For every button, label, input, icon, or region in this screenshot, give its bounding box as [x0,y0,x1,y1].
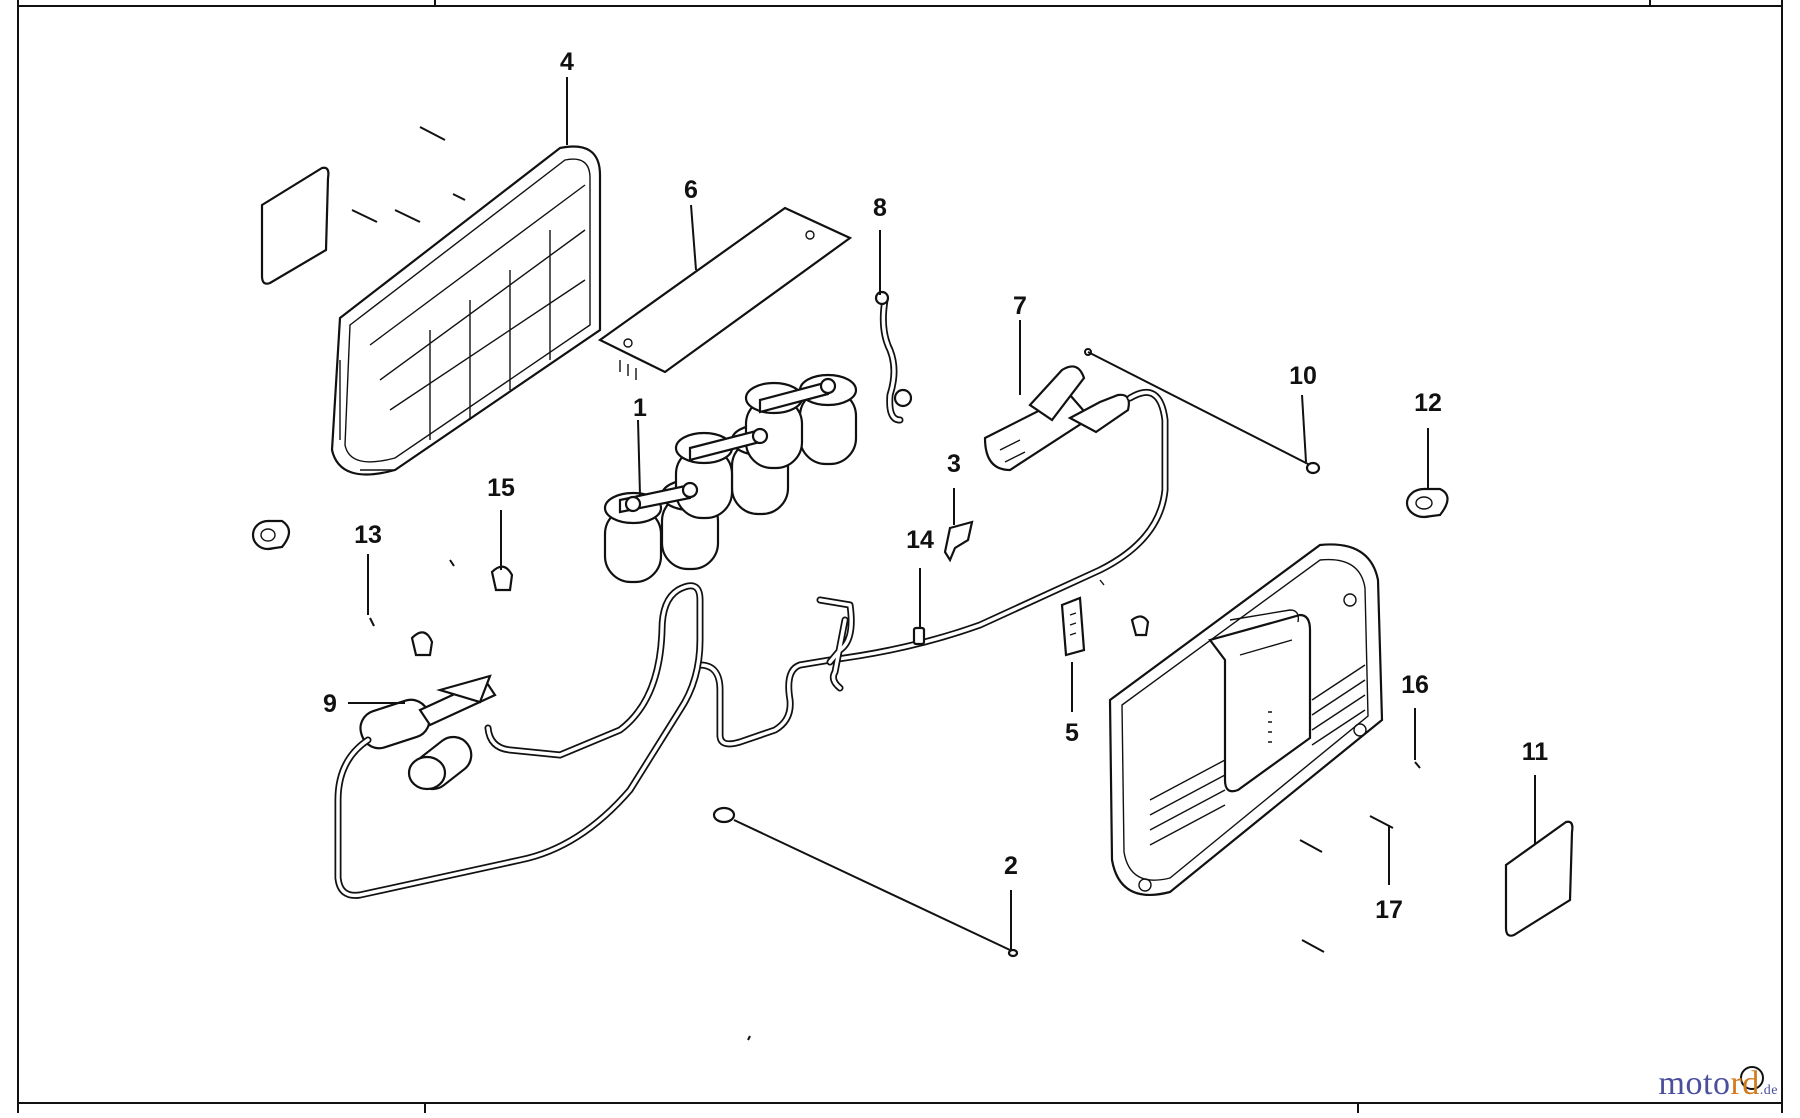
callout-11: 11 [1522,738,1549,766]
drawing-frame [17,0,1783,1113]
callout-10: 10 [1289,362,1317,390]
label-plate-part-11 [1504,820,1574,937]
battery-pack-part-1 [603,373,858,584]
watermark-logo: motord.de [1659,1065,1778,1103]
callout-12: 12 [1414,389,1442,417]
clip-part-3 [943,520,974,563]
cable-clip-part-13-b [410,631,434,657]
link-wire-part-8 [874,290,913,424]
callout-6: 6 [684,176,698,204]
label-plate-left [260,166,330,285]
watermark-part-1: moto [1658,1065,1731,1102]
copyright-mark [1740,1066,1764,1090]
housing-screws [351,126,466,223]
callout-13: 13 [354,521,382,549]
rear-housing [1108,543,1384,896]
callout-16: 16 [1401,671,1429,699]
callout-9: 9 [323,690,337,718]
leader-lines [348,77,1536,950]
callout-17: 17 [1375,896,1403,924]
screw-part-13 [369,617,375,627]
watermark-part-2: rd [1730,1065,1760,1102]
callout-3: 3 [947,450,961,478]
circuit-board-part-6 [597,206,853,380]
wire-part-10 [1084,348,1321,475]
callout-labels: 4 6 8 7 1 10 12 3 15 13 14 9 5 16 11 2 1… [323,48,1548,924]
wire-part-2 [712,806,1019,958]
fuse-part-14 [912,626,926,646]
callout-8: 8 [873,194,887,222]
clamp-part-9 [359,674,497,791]
clamp-part-7 [983,365,1130,472]
callout-15: 15 [487,474,515,502]
callout-7: 7 [1013,292,1027,320]
cable-clip-part-15 [490,565,514,592]
front-housing-part-4 [330,145,602,476]
callout-5: 5 [1065,719,1079,747]
callout-14: 14 [906,526,934,554]
callout-2: 2 [1004,852,1018,880]
strain-relief-part-12 [1405,487,1449,519]
watermark-part-3: .de [1759,1083,1778,1098]
led-strip-part-5 [1060,596,1086,657]
callout-1: 1 [633,394,647,422]
callout-4: 4 [560,48,574,76]
strain-relief-left [251,519,291,551]
